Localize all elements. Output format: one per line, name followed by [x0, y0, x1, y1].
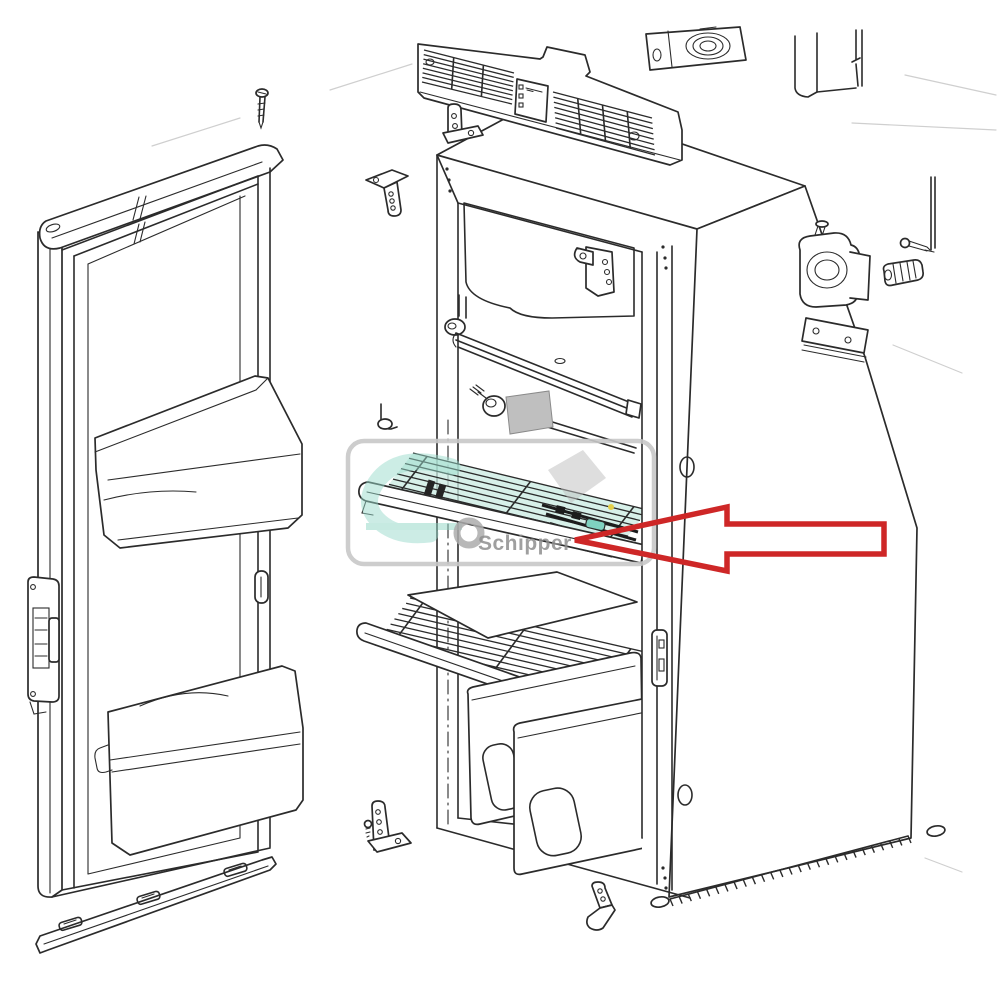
upper-door-bin	[94, 375, 303, 549]
vent-slits-right	[552, 91, 656, 156]
interior-hinge-bracket	[573, 246, 615, 297]
burner-assembly	[645, 26, 747, 71]
capillary-rod	[924, 176, 936, 253]
ribbed-connector	[882, 259, 924, 287]
leveling-foot-left	[650, 895, 670, 909]
marker-yellow	[608, 504, 614, 510]
bottom-hinge	[586, 881, 616, 931]
highlight-arrow	[574, 503, 887, 575]
bracket-screw	[363, 819, 373, 838]
door-lock	[27, 576, 60, 715]
shelf-clip-teal	[585, 518, 606, 532]
watermark-text: Schipper	[478, 532, 572, 555]
cover-plate	[505, 390, 554, 435]
top-hinge-bracket-loose	[365, 169, 409, 217]
glass-shelf	[407, 571, 638, 639]
door-assembly	[27, 88, 304, 954]
leveling-foot-right	[926, 824, 946, 838]
mounting-screw	[255, 88, 269, 130]
lower-door-bin	[94, 665, 304, 856]
interior-back-panel	[463, 202, 635, 319]
door-top-trim	[38, 144, 284, 250]
watermark-ring	[453, 517, 485, 549]
guide-lines	[151, 63, 997, 873]
flue-duct	[794, 29, 863, 98]
door-pivot-pin	[444, 294, 467, 336]
watermark-frame	[345, 438, 657, 567]
crisper-bin-front	[512, 698, 642, 876]
watermark-logo-gray-blob	[548, 450, 606, 503]
door-bottom-rail	[35, 856, 277, 954]
fastener-pin	[899, 237, 931, 252]
thumb-screw	[469, 384, 506, 417]
watermark-underline	[366, 523, 462, 530]
base-edge	[650, 824, 946, 909]
top-left-bracket	[442, 103, 484, 144]
door-catch	[651, 629, 668, 687]
watermark: Schipper	[345, 438, 657, 567]
watermark-logo-swoosh	[361, 453, 461, 544]
corner-bracket	[363, 800, 412, 853]
vent-slits-left	[421, 49, 515, 105]
cooling-unit	[798, 220, 871, 363]
vent-grille	[417, 43, 683, 166]
front-frame-right	[641, 245, 695, 891]
vent-control-panel	[514, 78, 549, 123]
j-hook-clamp	[377, 403, 398, 430]
door-handle-pill	[254, 570, 269, 604]
